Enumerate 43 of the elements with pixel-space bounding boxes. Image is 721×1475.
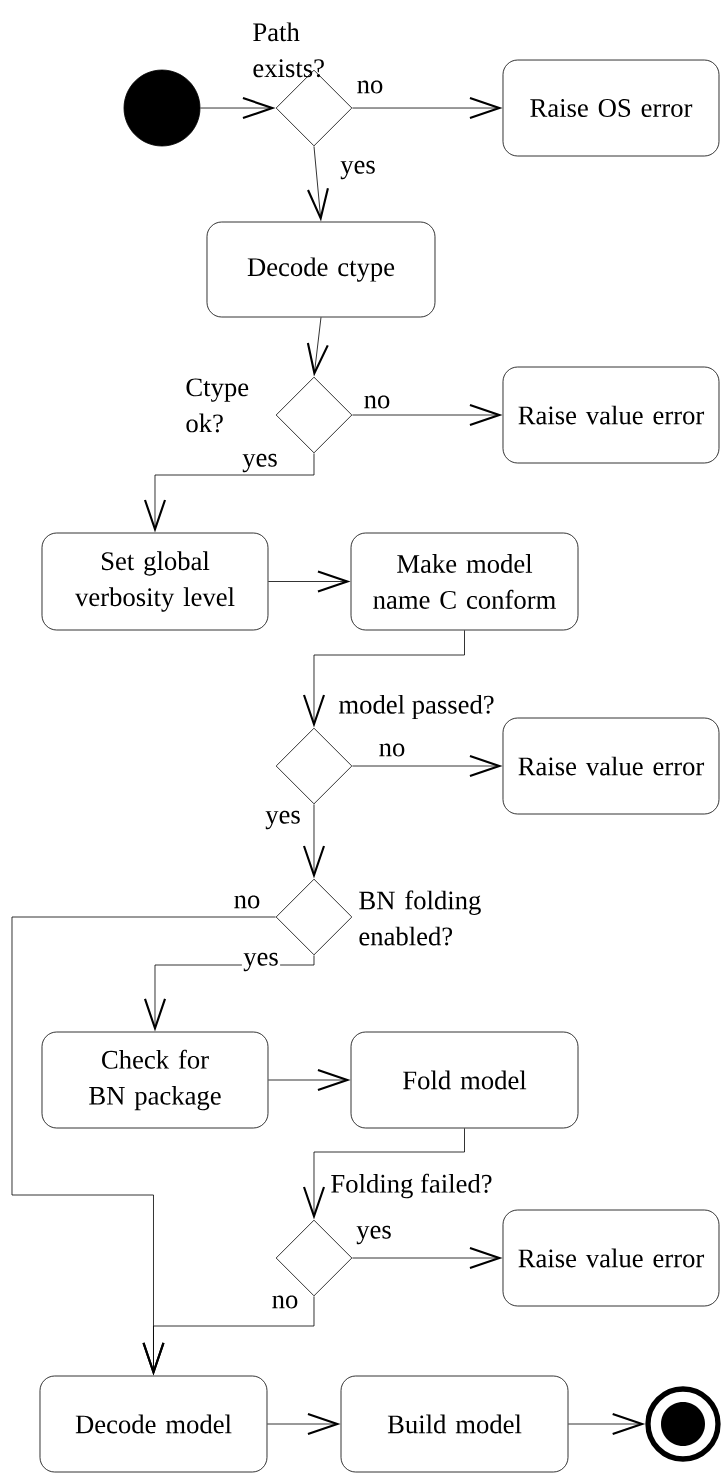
- action-box: Make model name C conform: [350, 532, 579, 631]
- arrow: [267, 1413, 341, 1435]
- edge-label: no: [270, 1294, 300, 1310]
- edge-label: no: [362, 394, 392, 410]
- arrow: [352, 404, 503, 426]
- action-box: Fold model: [350, 1031, 579, 1129]
- edge-label: no: [232, 894, 262, 910]
- edge-label: yes: [338, 159, 378, 181]
- action-box: Raise OS error: [502, 59, 720, 157]
- condition-label: Folding failed?: [331, 1173, 492, 1199]
- condition-label: Path exists?: [253, 22, 324, 78]
- start-circle: [123, 69, 201, 147]
- arrow: [568, 1413, 646, 1435]
- action-box: Raise value error: [502, 717, 720, 815]
- arrow: [142, 1296, 315, 1376]
- condition-label: Ctype ok?: [186, 378, 249, 433]
- arrow: [303, 1128, 465, 1220]
- action-box: Build model: [340, 1375, 569, 1473]
- arrow: [303, 630, 465, 728]
- arrow: [268, 1069, 351, 1091]
- action-box: Check for BN package: [41, 1031, 269, 1129]
- action-box: Decode model: [39, 1375, 268, 1473]
- end-circle: [645, 1386, 721, 1462]
- arrow: [268, 570, 351, 593]
- condition-label: BN folding enabled?: [359, 890, 481, 946]
- arrow: [352, 1247, 503, 1269]
- edge-label: yes: [354, 1224, 394, 1246]
- edge-label: yes: [240, 452, 280, 474]
- arrow: [352, 97, 503, 120]
- edge-label: no: [355, 79, 385, 95]
- action-box: Decode ctype: [206, 221, 436, 318]
- action-box: Set global verbosity level: [41, 532, 269, 631]
- action-box: Raise value error: [502, 1209, 720, 1307]
- condition-label: model passed?: [338, 694, 494, 720]
- edge-label: yes: [263, 809, 303, 831]
- arrow: [303, 804, 325, 879]
- arrow: [307, 146, 329, 222]
- arrow: [144, 453, 315, 533]
- arrow: [352, 755, 503, 777]
- action-box: Raise value error: [502, 366, 720, 464]
- edge-label: yes: [241, 951, 281, 973]
- edge-label: no: [377, 742, 407, 758]
- arrow: [200, 97, 276, 120]
